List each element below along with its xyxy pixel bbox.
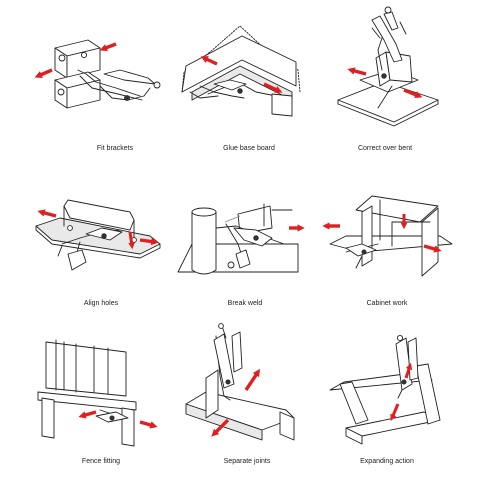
panel-cabinet-work-illustration [322,195,453,277]
caption-expanding-action: Expanding action [360,458,414,465]
caption-correct-over-bent: Correct over bent [357,145,413,152]
caption-glue-base-board: Glue base board [223,145,275,152]
caption-fit-brackets: Fit brackets [96,145,134,152]
caption-fence-fitting: Fence fitting [81,458,121,465]
panel-glue-base-board-illustration [181,25,301,117]
caption-break-weld: Break weld [227,300,263,307]
panel-separate-joints-illustration [185,323,295,441]
panel-fence-fitting-illustration [37,339,158,447]
caption-cabinet-work: Cabinet work [366,300,408,307]
panel-fit-brackets-illustration [34,39,161,109]
panel-correct-over-bent-illustration [337,6,439,127]
caption-align-holes: Align holes [83,300,119,307]
panel-expanding-action-illustration [329,334,441,445]
panel-break-weld-illustration [177,203,305,275]
caption-separate-joints: Separate joints [223,458,271,465]
panel-align-holes-illustration [35,199,161,271]
